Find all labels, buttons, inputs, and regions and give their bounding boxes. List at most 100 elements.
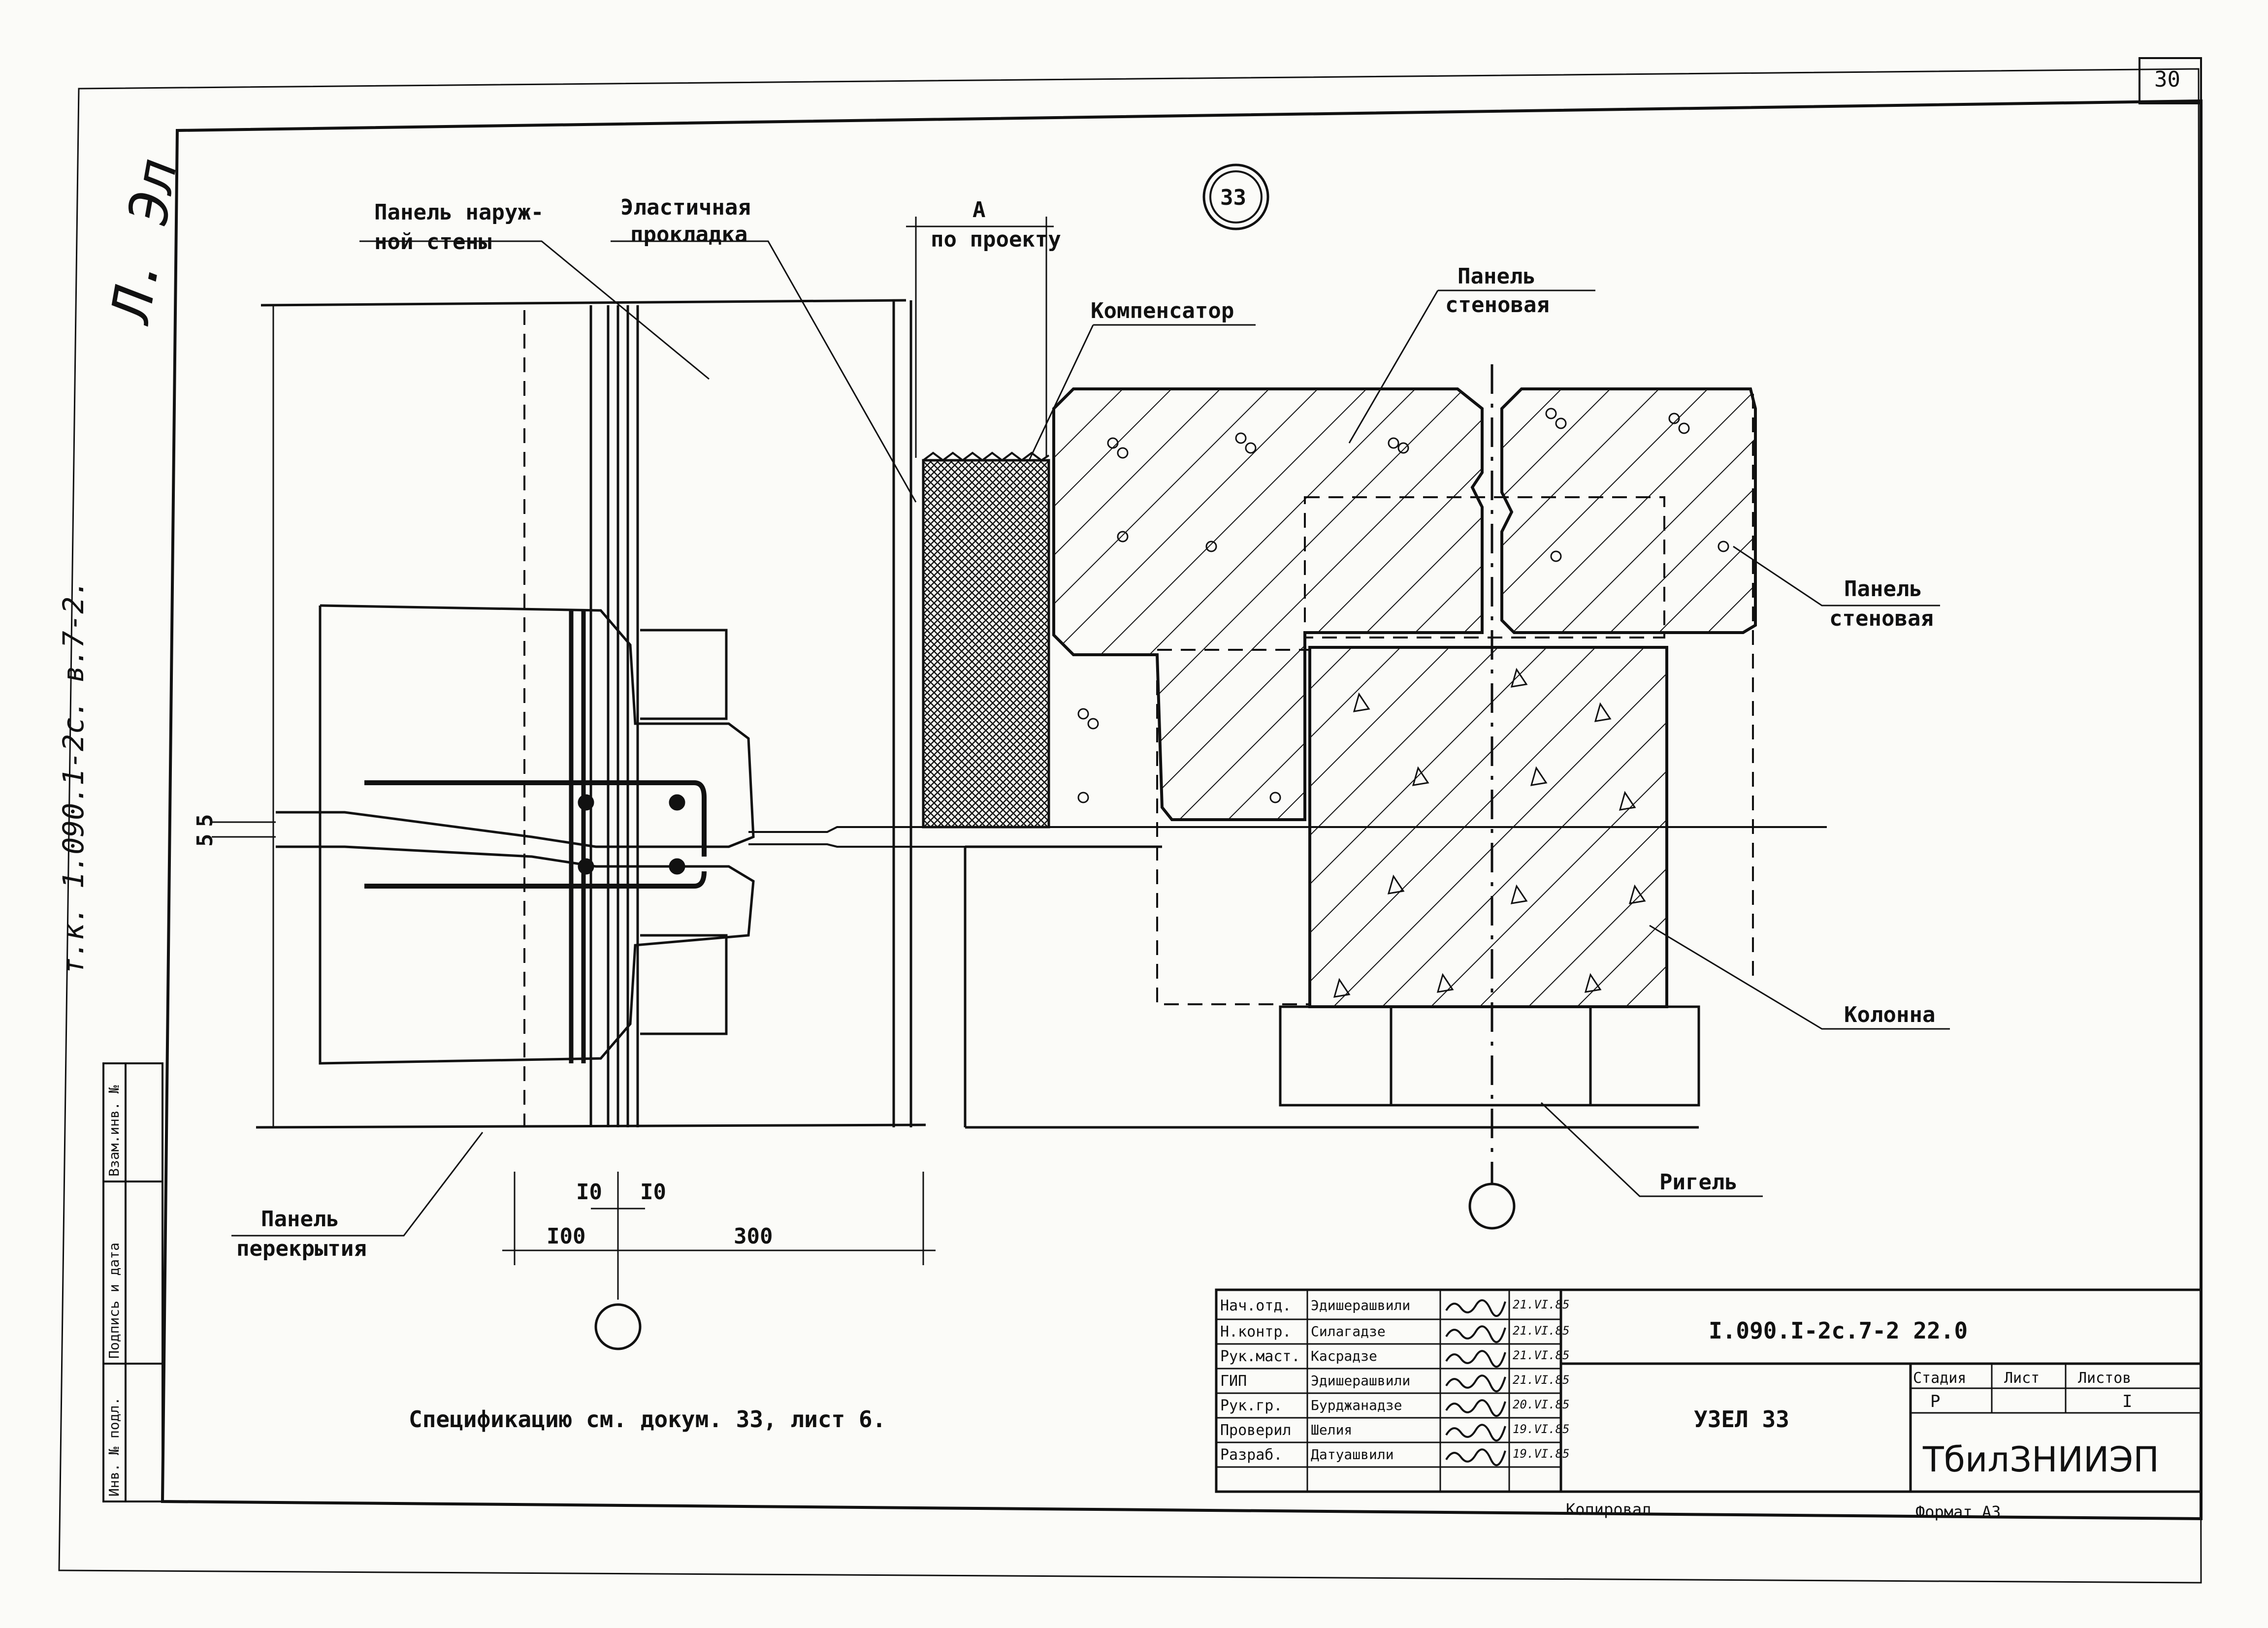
- leader-compensator: [1028, 324, 1256, 461]
- label-gasket-2: прокладка: [630, 222, 748, 247]
- floor-slab-upper: [276, 604, 755, 848]
- signer-date: 21.VI.85: [1513, 1348, 1570, 1362]
- label-compensator: Компенсатор: [1091, 298, 1234, 323]
- panel-dashed-outline: [1304, 496, 1665, 638]
- signature-mark: [1445, 1350, 1506, 1368]
- node-bubble-outer: [1202, 163, 1269, 230]
- signer-date: 19.VI.85: [1513, 1422, 1570, 1436]
- rebar-upper: [364, 780, 707, 857]
- compensator-block: [922, 459, 1050, 829]
- signer-role: Нач.отд.: [1220, 1297, 1292, 1314]
- signer-role: Рук.маст.: [1220, 1348, 1300, 1365]
- dim-10-right: I0: [640, 1180, 666, 1205]
- label-wall-right-1: Панель: [1844, 576, 1922, 602]
- column-block: [1308, 646, 1668, 1008]
- leader-crossbar: [1540, 1102, 1763, 1197]
- strip-col2: Подпись и дата: [106, 1242, 122, 1359]
- footer-format: Формат А3: [1915, 1502, 2001, 1521]
- leader-outer-wall: [359, 240, 710, 380]
- rebar-section-2: [578, 858, 594, 875]
- signer-role: Н.контр.: [1220, 1323, 1292, 1341]
- stage-value: Р: [1930, 1392, 1941, 1411]
- outer-frame: [58, 68, 2202, 1584]
- signer-role: Рук.гр.: [1220, 1397, 1283, 1414]
- crossbar-block: [1279, 1005, 1700, 1107]
- signer-name: Касрадзе: [1311, 1348, 1377, 1364]
- dim-300: 300: [734, 1224, 773, 1249]
- organization: ТбилЗНИИЭП: [1923, 1439, 2159, 1480]
- label-outer-wall-1: Панель наруж-: [374, 200, 544, 225]
- signer-date: 21.VI.85: [1513, 1324, 1570, 1338]
- dim-5-a: 5: [193, 833, 218, 847]
- footer-copied: Копировал: [1566, 1500, 1652, 1519]
- node-number: 33: [1220, 185, 1246, 210]
- leader-wall-right: [1733, 545, 1940, 607]
- wall-panel-small: [1500, 387, 1757, 634]
- leader-wall-top: [1348, 289, 1595, 444]
- signature-mark: [1445, 1374, 1506, 1393]
- rebar-lower: [364, 871, 707, 889]
- signer-name: Силагадзе: [1311, 1323, 1386, 1340]
- label-floor-panel-1: Панель: [261, 1207, 339, 1232]
- label-wall-top-1: Панель: [1458, 264, 1536, 289]
- signature-mark: [1445, 1299, 1506, 1317]
- label-column: Колонна: [1844, 1002, 1936, 1027]
- strip-col1: Взам.инв. №: [106, 1085, 122, 1177]
- leader-floor-panel: [231, 1132, 484, 1237]
- signer-date: 21.VI.85: [1513, 1373, 1570, 1387]
- signer-name: Бурджанадзе: [1311, 1397, 1402, 1413]
- embed-bracket-lower: [640, 934, 728, 1035]
- label-dim-a: A: [972, 197, 986, 223]
- rebar-section-4: [669, 858, 685, 875]
- strip-col3: Инв. № подл.: [106, 1397, 122, 1497]
- embed-bracket-upper: [640, 629, 728, 720]
- sheets-value: I: [2122, 1392, 2133, 1411]
- signer-name: Шелия: [1311, 1422, 1353, 1438]
- dim-10-left: I0: [576, 1180, 602, 1205]
- signer-name: Эдишерашвили: [1311, 1297, 1411, 1313]
- label-crossbar: Ригель: [1659, 1170, 1738, 1195]
- label-wall-top-2: стеновая: [1445, 292, 1550, 318]
- signature-mark: [1445, 1325, 1506, 1343]
- axis-bubble-right: [1468, 1182, 1516, 1230]
- sheet-label: Лист: [2004, 1370, 2040, 1387]
- floor-slab-lower: [276, 606, 755, 1065]
- drawing-title: УЗЕЛ 33: [1694, 1406, 1789, 1433]
- rebar-section-1: [578, 794, 594, 811]
- inner-frame: [161, 99, 2203, 1521]
- rebar-section-3: [669, 794, 685, 811]
- signer-role: ГИП: [1220, 1373, 1247, 1390]
- label-dim-a-proj: по проекту: [931, 227, 1061, 252]
- left-stamp-strip: [102, 1062, 163, 1502]
- side-code: т.к. 1.090.1-2с. в.7-2.: [57, 579, 90, 975]
- top-break-line: [260, 299, 907, 307]
- leader-gasket: [611, 240, 917, 503]
- label-outer-wall-2: ной стены: [374, 229, 492, 255]
- aggregate-marks: [1077, 408, 1729, 998]
- signer-role: Проверил: [1220, 1422, 1292, 1439]
- signature-mark: [1445, 1424, 1506, 1442]
- compensator-zigzag: [922, 451, 1050, 462]
- dim-100: I00: [547, 1224, 586, 1249]
- sheet-number-box: [2138, 57, 2202, 104]
- column-dashed-outline: [1156, 649, 1311, 1005]
- spec-note: Спецификацию см. докум. 33, лист 6.: [409, 1406, 886, 1433]
- label-gasket-1: Эластичная: [620, 195, 751, 220]
- wall-panel-large: [1052, 387, 1484, 821]
- label-wall-right-2: стеновая: [1829, 606, 1934, 631]
- node-bubble-inner: [1209, 170, 1263, 223]
- signer-date: 20.VI.85: [1513, 1398, 1570, 1411]
- leader-column: [1649, 925, 1950, 1030]
- signer-name: Датуашвили: [1311, 1446, 1394, 1463]
- sheet-number: 30: [2154, 67, 2180, 92]
- stage-label: Стадия: [1913, 1370, 1967, 1387]
- signer-date: 21.VI.85: [1513, 1298, 1570, 1311]
- signer-date: 19.VI.85: [1513, 1447, 1570, 1461]
- signature-mark: [1445, 1399, 1506, 1417]
- signature-mark: [1445, 1448, 1506, 1467]
- sheets-label: Листов: [2078, 1370, 2132, 1387]
- axis-bubble-left: [594, 1303, 642, 1350]
- signer-role: Разраб.: [1220, 1446, 1283, 1464]
- signer-name: Эдишерашвили: [1311, 1373, 1411, 1389]
